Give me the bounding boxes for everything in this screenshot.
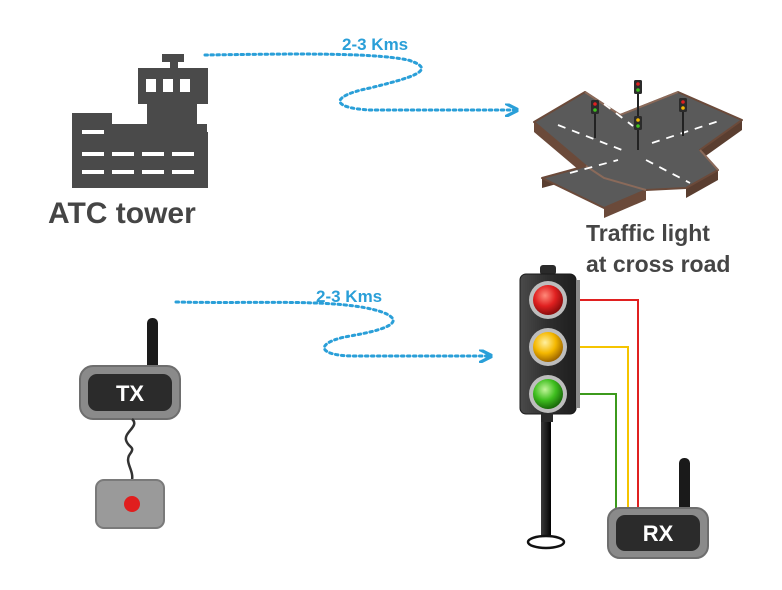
crossroad-icon	[533, 80, 743, 218]
wireless-link-path	[174, 300, 490, 356]
wireless-link-path	[203, 52, 516, 110]
amber-light	[529, 328, 567, 366]
signal-wires	[574, 299, 639, 510]
crossroad-label-line1: Traffic light	[586, 220, 710, 246]
crossroad-label-line2: at cross road	[586, 251, 730, 277]
link-distance-label: 2-3 Kms	[342, 35, 408, 54]
transmitter-label: TX	[116, 381, 144, 406]
remote-cable	[124, 418, 136, 481]
transmitter-icon	[79, 318, 181, 420]
remote-button-icon	[95, 479, 165, 529]
green-light	[529, 375, 567, 413]
link-distance-label: 2-3 Kms	[316, 287, 382, 306]
receiver-icon	[607, 458, 709, 559]
atc-tower-label: ATC tower	[48, 197, 196, 230]
red-light	[529, 281, 567, 319]
receiver-label: RX	[643, 521, 674, 546]
atc-tower-icon	[72, 54, 208, 188]
